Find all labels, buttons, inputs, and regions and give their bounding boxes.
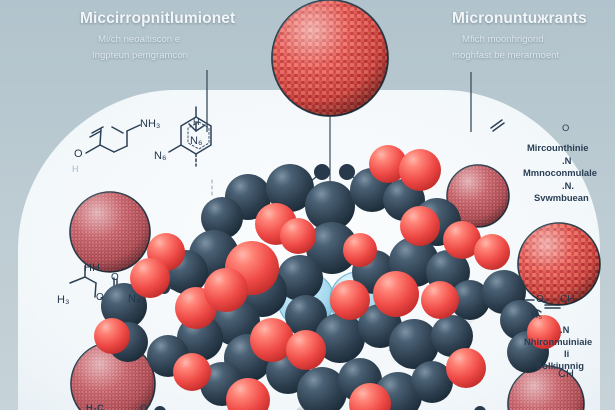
annotation-top-right-line5: Svwmbuean xyxy=(534,192,589,203)
annotation-bottom-right-line1: .N xyxy=(560,324,570,335)
molecule-oxygen-atoms xyxy=(94,145,561,410)
annotation-bottom-right-line3: li xyxy=(564,348,570,359)
node-dot-top-b xyxy=(339,164,355,180)
struct-benzene-nitro xyxy=(168,106,212,167)
annotation-bottom-right-formula-left: O₆ xyxy=(536,294,548,305)
chem-label-nh3: NH₃ xyxy=(140,118,161,130)
annotation-bottom-right-line2: Nhironmuiniaie xyxy=(524,336,593,347)
annotation-bottom-right-formula-right: CH xyxy=(560,294,575,305)
node-dot-right-low xyxy=(474,406,486,410)
chem-label-o-left: O xyxy=(74,148,83,160)
annotation-top-right-symbol: O xyxy=(562,122,570,133)
cluster-upper-right xyxy=(446,164,510,228)
chem-label-o-acryl-top: O xyxy=(111,272,119,283)
chem-label-h-left: H xyxy=(72,164,79,174)
chem-label-benzene-n-center: N₆ xyxy=(190,135,203,147)
node-dot-left-low xyxy=(154,406,166,410)
annotation-bottom-left-line1: H₃C xyxy=(86,402,104,410)
struct-pyridinone-top-left xyxy=(85,124,141,154)
chem-label-benzene-n-left: N₆ xyxy=(154,150,167,162)
annotation-top-right-line4: .N. xyxy=(562,180,574,191)
chem-label-hh: HH xyxy=(84,262,100,274)
annotation-top-right-line3: Mmnoconmulale xyxy=(523,167,597,178)
annotation-bottom-left-line2: O xyxy=(140,402,148,410)
annotation-bottom-right-line4: Solkiunnig xyxy=(536,360,584,371)
annotation-bottom-right-formula-sub: H₅ xyxy=(531,310,543,321)
chem-label-benzene-h: H xyxy=(193,117,200,127)
chem-label-h3-acryl: H₃ xyxy=(57,294,70,306)
chem-label-ch-phenol: CH xyxy=(558,368,574,380)
annotation-top-right-line1: Mircounthinie xyxy=(527,142,589,153)
cluster-top-center xyxy=(271,0,389,117)
chem-label-o-acryl-mid: O xyxy=(96,292,104,303)
chem-label-n-acryl: N₈ xyxy=(128,293,141,305)
struct-carbonyl-stub xyxy=(490,119,505,132)
cluster-mid-right xyxy=(517,222,601,306)
cluster-lower-right xyxy=(507,365,585,410)
cluster-mid-left xyxy=(69,191,151,273)
annotation-top-right-line2: .N xyxy=(562,155,572,166)
node-dot-top-a xyxy=(314,164,330,180)
